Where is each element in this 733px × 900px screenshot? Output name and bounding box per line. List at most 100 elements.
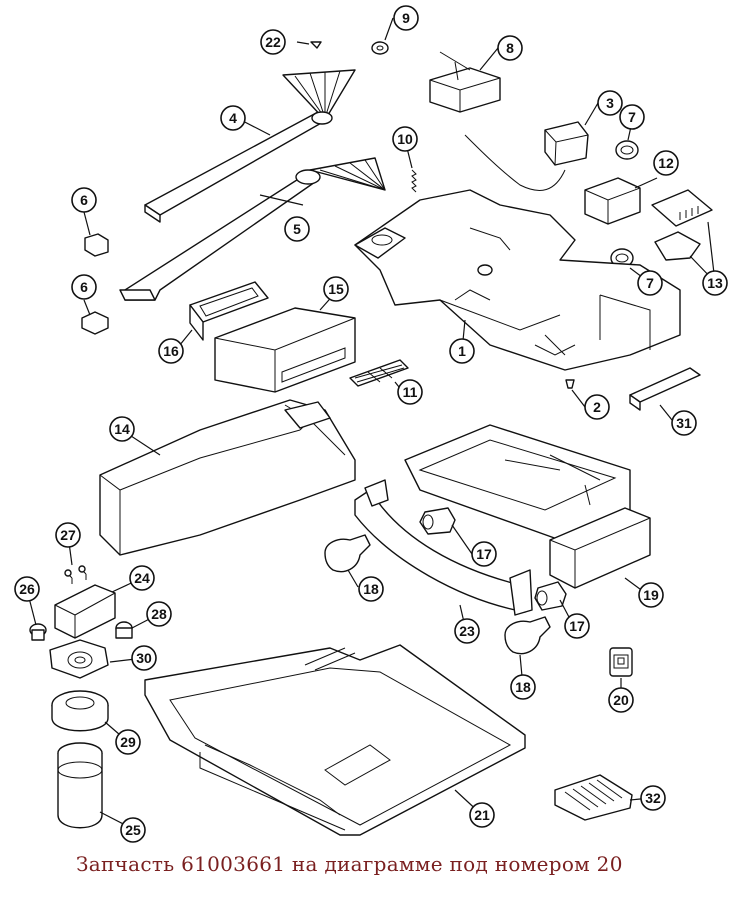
callout: 9 xyxy=(393,5,419,31)
part-24-bracket xyxy=(54,584,116,639)
part-17-socket-b xyxy=(534,581,567,611)
part-31-strip xyxy=(629,367,701,411)
part-30-filter-head xyxy=(49,639,109,679)
part-9-wheel xyxy=(371,41,389,55)
part-23-rail xyxy=(354,479,533,616)
svg-text:20: 20 xyxy=(613,692,629,708)
callout: 7 xyxy=(637,270,663,296)
callout: 18 xyxy=(358,576,384,602)
callout: 12 xyxy=(653,150,679,176)
svg-text:16: 16 xyxy=(163,343,179,359)
callout: 3 xyxy=(597,90,623,116)
callout: 6 xyxy=(71,274,97,300)
callout: 2 xyxy=(584,394,610,420)
svg-text:7: 7 xyxy=(628,109,636,125)
callout: 27 xyxy=(55,522,81,548)
svg-text:28: 28 xyxy=(151,606,167,622)
callout: 29 xyxy=(115,729,141,755)
callout: 21 xyxy=(469,802,495,828)
svg-text:23: 23 xyxy=(459,623,475,639)
callout: 7 xyxy=(619,104,645,130)
part-27-screws xyxy=(64,565,87,584)
part-4-arm xyxy=(144,69,356,223)
svg-text:15: 15 xyxy=(328,281,344,297)
part-29-cap xyxy=(51,690,109,732)
svg-text:6: 6 xyxy=(80,192,88,208)
svg-text:32: 32 xyxy=(645,790,661,806)
svg-text:18: 18 xyxy=(515,679,531,695)
svg-text:10: 10 xyxy=(397,131,413,147)
part-11-grille xyxy=(349,359,409,387)
svg-text:11: 11 xyxy=(403,384,418,400)
callout: 16 xyxy=(158,338,184,364)
part-26-fitting xyxy=(29,623,47,641)
svg-text:2: 2 xyxy=(593,399,601,415)
part-22-pin xyxy=(310,41,322,49)
svg-text:3: 3 xyxy=(606,95,614,111)
callout: 26 xyxy=(14,576,40,602)
svg-text:6: 6 xyxy=(80,279,88,295)
part-15-duct xyxy=(214,307,356,393)
svg-text:18: 18 xyxy=(363,581,379,597)
part-3-switch xyxy=(464,121,589,191)
part-8-module xyxy=(429,51,501,113)
callout: 17 xyxy=(564,613,590,639)
callout: 15 xyxy=(323,276,349,302)
svg-text:25: 25 xyxy=(125,822,141,838)
callout: 18 xyxy=(510,674,536,700)
svg-text:7: 7 xyxy=(646,275,654,291)
part-17-socket-a xyxy=(419,507,456,535)
svg-text:29: 29 xyxy=(120,734,136,750)
svg-text:30: 30 xyxy=(136,650,152,666)
svg-text:4: 4 xyxy=(229,110,237,126)
part-caption: Запчасть 61003661 на диаграмме под номер… xyxy=(76,852,623,876)
part-1-main-housing xyxy=(354,189,681,371)
svg-text:19: 19 xyxy=(643,587,659,603)
part-20-bracket xyxy=(609,647,633,677)
part-10-spring xyxy=(411,169,417,193)
part-32-grille xyxy=(554,774,633,821)
part-5-arm xyxy=(119,157,386,301)
svg-text:1: 1 xyxy=(458,343,466,359)
svg-text:8: 8 xyxy=(506,40,514,56)
callout: 31 xyxy=(671,410,697,436)
part-18-bulb-a xyxy=(324,534,371,573)
callout: 32 xyxy=(640,785,666,811)
svg-text:26: 26 xyxy=(19,581,35,597)
callout: 10 xyxy=(392,126,418,152)
callout: 6 xyxy=(71,187,97,213)
part-2-screw xyxy=(565,379,575,389)
callout: 1 xyxy=(449,338,475,364)
part-18-bulb-b xyxy=(504,616,551,655)
svg-text:27: 27 xyxy=(60,527,76,543)
part-7-knob-a xyxy=(615,140,639,160)
callout: 25 xyxy=(120,817,146,843)
part-28-fitting xyxy=(115,621,133,639)
svg-text:31: 31 xyxy=(676,415,692,431)
part-14-large-duct xyxy=(99,399,356,556)
callout: 17 xyxy=(471,541,497,567)
part-16-frame xyxy=(189,281,269,341)
svg-text:5: 5 xyxy=(293,221,301,237)
part-21-large-tray xyxy=(144,644,526,836)
callout: 19 xyxy=(638,582,664,608)
callout: 4 xyxy=(220,105,246,131)
callout: 14 xyxy=(109,416,135,442)
svg-text:21: 21 xyxy=(474,807,490,823)
callout: 20 xyxy=(608,687,634,713)
svg-text:22: 22 xyxy=(265,34,281,50)
callout: 24 xyxy=(129,565,155,591)
callout: 13 xyxy=(702,270,728,296)
part-19-tray xyxy=(404,424,651,589)
callout: 23 xyxy=(454,618,480,644)
callout: 22 xyxy=(260,29,286,55)
part-6-clip-b xyxy=(81,311,109,335)
callout: 30 xyxy=(131,645,157,671)
svg-text:24: 24 xyxy=(134,570,150,586)
svg-text:13: 13 xyxy=(707,275,723,291)
part-6-clip-a xyxy=(84,233,109,257)
svg-text:17: 17 xyxy=(476,546,492,562)
svg-text:12: 12 xyxy=(658,155,674,171)
part-12-housing xyxy=(584,177,641,225)
